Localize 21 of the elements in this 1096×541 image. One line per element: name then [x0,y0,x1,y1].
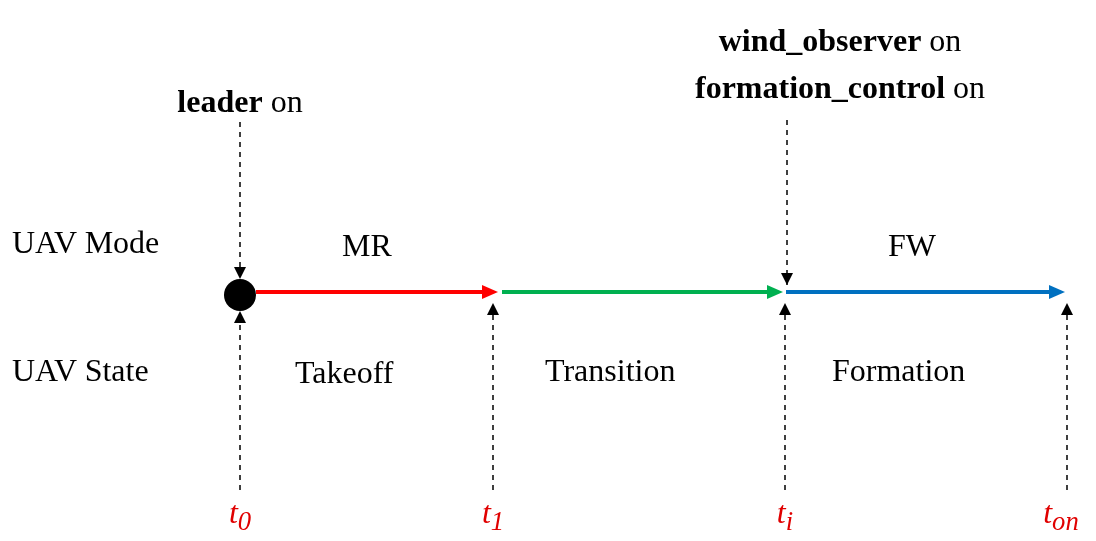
dashed-arrow [1061,302,1073,491]
text-label: FW [888,229,936,261]
text-label: Formation [832,354,966,386]
text-label: Takeoff [295,356,394,388]
dashed-arrow [779,302,791,491]
time-label: t$_{0}$ [215,490,265,534]
dashed-arrow [234,121,246,280]
dashed-arrow [781,119,793,286]
text-label: Transition [545,354,676,386]
text-label: MR [342,229,392,261]
annotation-text: wind_observer on [718,22,962,58]
dashed-arrow [234,310,246,491]
start-dot [224,279,256,311]
dashed-arrow [487,302,499,491]
text-label: UAV Mode [12,226,160,258]
annotation-text: formation_control on [695,70,985,106]
time-label: t$_{i}$ [760,490,810,534]
annotation-text: leader on [140,80,340,122]
time-label: t$_{on}$ [1027,490,1095,534]
time-label: t$_{1}$ [468,490,518,534]
text-label: UAV State [12,354,149,386]
